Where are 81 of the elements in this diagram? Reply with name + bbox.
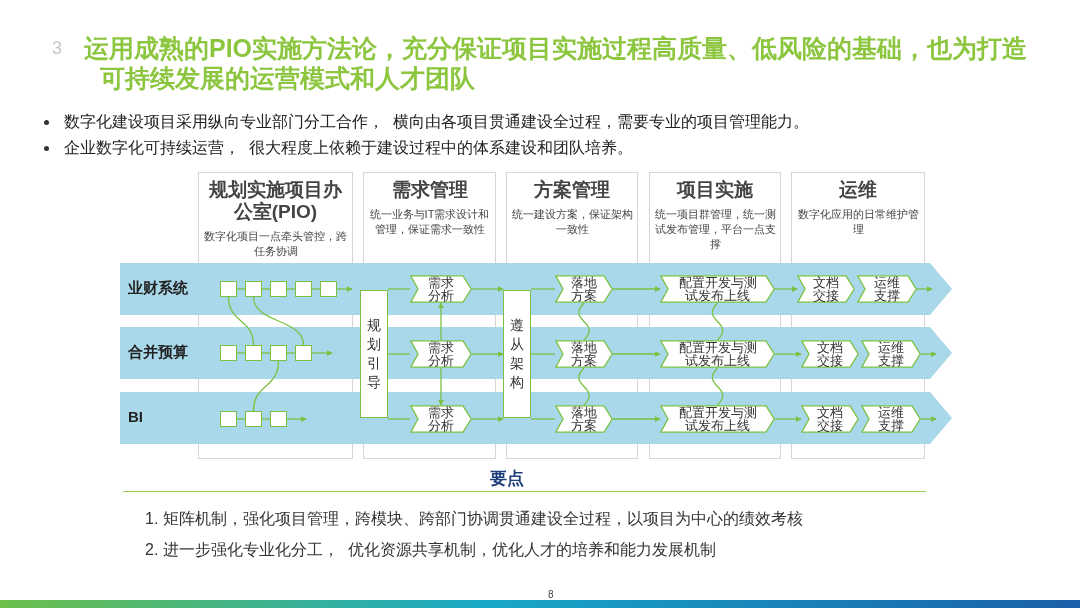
row-label: BI [128, 408, 143, 425]
task-square [245, 411, 262, 427]
connector-line [227, 296, 255, 346]
connector-line [578, 302, 590, 341]
connector-line [612, 351, 661, 357]
column-heading: 项目实施 [675, 179, 754, 201]
connector-line [252, 360, 280, 412]
connector-line [261, 418, 271, 420]
task-square [270, 411, 287, 427]
connector-line [916, 286, 933, 292]
connector-line [711, 302, 724, 341]
connector-line [387, 418, 411, 420]
column-description: 数字化应用的日常维护管理 [796, 207, 920, 237]
column-description: 数字化项目一点牵头管控，跨任务协调 [203, 229, 348, 259]
column-heading: 运维 [838, 179, 878, 201]
task-square [270, 345, 287, 361]
connector-line [387, 353, 411, 355]
connector-line [530, 418, 556, 420]
connector-line [774, 416, 802, 422]
step-box: 配置开发与测试发布上线 [660, 275, 775, 303]
task-square [245, 281, 262, 297]
task-square [270, 281, 287, 297]
bullet-text: 企业数字化可持续运营， 很大程度上依赖于建设过程中的体系建设和团队培养。 [64, 138, 633, 158]
column-heading: 需求管理 [390, 179, 469, 201]
slide-title: 运用成熟的PIO实施方法论，充分保证项目实施过程高质量、低风险的基础，也为打造可持续发展的运营模式和人才团队 [84, 33, 1029, 93]
task-square [320, 281, 337, 297]
column-heading: 方案管理 [533, 179, 611, 201]
connector-line [438, 302, 444, 341]
connector-line [236, 418, 246, 420]
key-point: 1. 矩阵机制，强化项目管理，跨模块、跨部门协调贯通建设全过程，以项目为中心的绩效考核 [145, 509, 803, 529]
connector-line [774, 286, 798, 292]
connector-line [774, 351, 802, 357]
connector-line [711, 367, 724, 406]
column-panel [791, 172, 925, 263]
connector-line [311, 288, 321, 290]
step-box: 配置开发与测试发布上线 [660, 405, 775, 433]
connector-line [286, 288, 296, 290]
connector-line [612, 416, 661, 422]
column-panel [198, 172, 353, 263]
page-number: 8 [548, 589, 554, 600]
connector-line [261, 288, 271, 290]
connector-line [920, 351, 937, 357]
connector-line [311, 350, 333, 356]
row-label: 业财系统 [128, 279, 188, 298]
connector-line [387, 288, 411, 290]
connector-line [252, 296, 305, 346]
column-heading: 规划实施项目办公室(PIO) [208, 179, 343, 223]
connector-line [286, 416, 307, 422]
connector-line [236, 352, 246, 354]
task-square [295, 345, 312, 361]
section-heading: 要点 [490, 468, 524, 490]
column-panel [363, 172, 496, 263]
guide-box: 规划引导 [360, 290, 388, 418]
connector-line [336, 286, 353, 292]
connector-line [530, 353, 556, 355]
task-square [245, 345, 262, 361]
step-box: 配置开发与测试发布上线 [660, 340, 775, 368]
connector-line [438, 367, 444, 406]
column-panel [506, 172, 638, 263]
task-square [220, 281, 237, 297]
column-panel [649, 172, 781, 263]
task-square [295, 281, 312, 297]
task-square [220, 345, 237, 361]
column-description: 统一建设方案，保证架构一致性 [510, 207, 634, 237]
connector-line [261, 352, 271, 354]
key-point: 2. 进一步强化专业化分工， 优化资源共享机制，优化人才的培养和能力发展机制 [145, 540, 716, 560]
bullet-text: 数字化建设项目采用纵向专业部门分工合作， 横向由各项目贯通建设全过程，需要专业的项目管理能力。 [64, 112, 809, 132]
connector-line [236, 288, 246, 290]
connector-line [471, 351, 504, 357]
connector-line [920, 416, 937, 422]
column-description: 统一项目群管理，统一测试发布管理，平台一点支撑 [653, 207, 777, 252]
task-square [220, 411, 237, 427]
connector-line [286, 352, 296, 354]
column-description: 统一业务与IT需求设计和管理，保证需求一致性 [368, 207, 491, 237]
connector-line [471, 286, 504, 292]
guide-box: 遵从架构 [503, 290, 531, 418]
row-label: 合并预算 [128, 343, 188, 362]
connector-line [471, 416, 504, 422]
connector-line [578, 367, 590, 406]
connector-line [612, 286, 661, 292]
connector-line [530, 288, 556, 290]
